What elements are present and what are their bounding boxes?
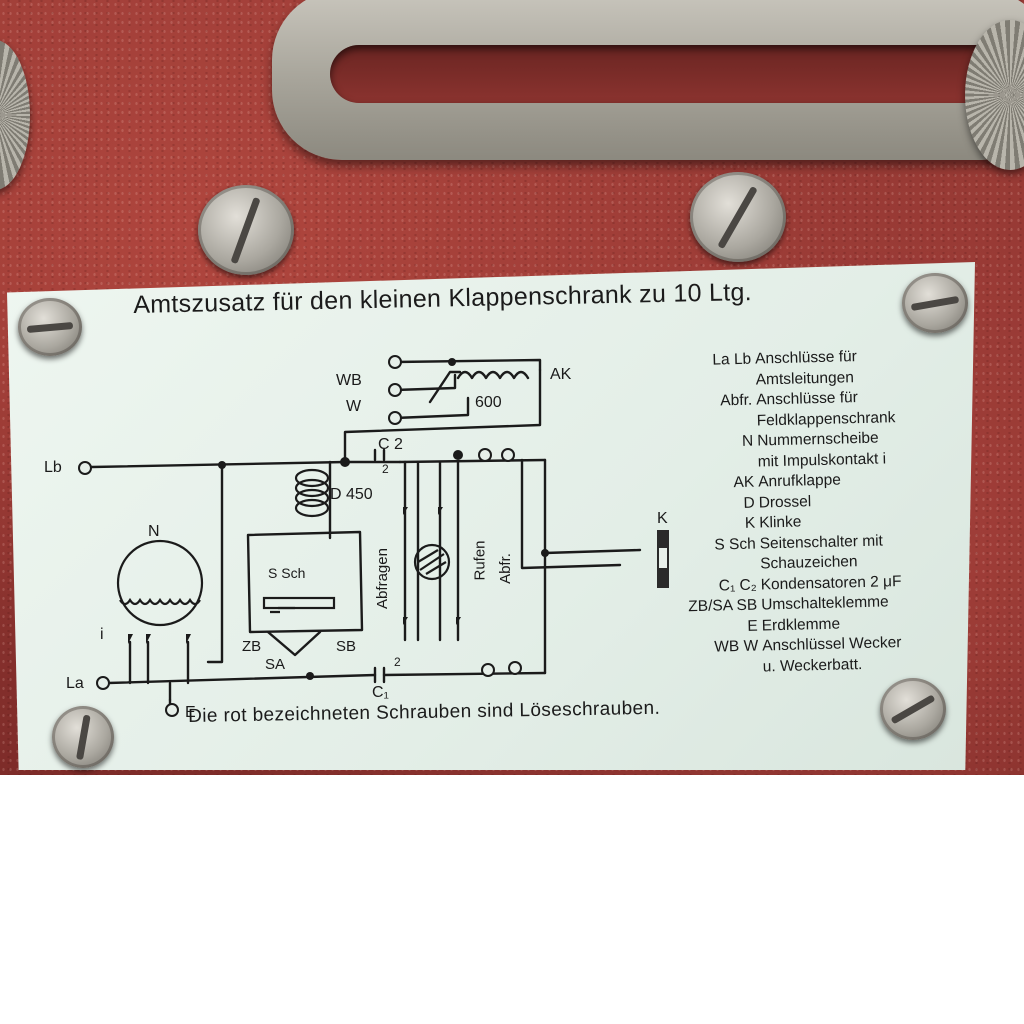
- line-wb-top: [393, 358, 542, 372]
- capacitor-c2-plates: [373, 448, 386, 462]
- plate-screw-bottom-right: [880, 678, 946, 740]
- terminal-abfr-1: [478, 448, 492, 462]
- switch-indicator: [413, 543, 451, 581]
- label-c2: C 2: [378, 436, 403, 453]
- choke-coil-1: [294, 468, 330, 488]
- terminal-wb-2: [388, 383, 402, 397]
- label-wb: WB: [336, 372, 362, 389]
- terminal-abfr-3: [481, 663, 495, 677]
- switch-indicator-hatch: [417, 549, 447, 575]
- label-zb: ZB: [242, 638, 262, 655]
- junction-3: [453, 450, 463, 460]
- terminal-abfr-4: [508, 661, 522, 675]
- terminal-w: [388, 411, 402, 425]
- label-n: N: [148, 523, 160, 540]
- switch-blades: [403, 460, 460, 642]
- label-c1: C₁: [372, 684, 389, 701]
- klinke-k-window: [659, 548, 667, 568]
- label-rufen: Rufen: [471, 540, 489, 581]
- junction-2: [340, 457, 350, 467]
- line-lb-main: [90, 460, 402, 469]
- enclosure-screw-left: [198, 185, 294, 275]
- terminal-lb: [78, 461, 92, 475]
- bracket-slot: [330, 45, 1024, 103]
- line-la-main: [106, 671, 547, 685]
- line-w: [393, 396, 470, 420]
- ssch-bar: [262, 596, 336, 610]
- label-w: W: [346, 398, 362, 415]
- n-contacts: [128, 640, 190, 702]
- terminal-la: [96, 676, 110, 690]
- plate-screw-bottom-left: [52, 706, 114, 768]
- label-la: La: [66, 675, 84, 692]
- label-ssch: S Sch: [268, 565, 306, 581]
- label-c1-sub: 2: [394, 655, 401, 669]
- terminal-abfr-2: [501, 448, 515, 462]
- junction-5: [306, 672, 314, 680]
- label-abfragen: Abfragen: [373, 548, 391, 609]
- dial-n: [116, 539, 204, 627]
- label-abfr: Abfr.: [496, 553, 514, 584]
- zb-sa-sb-link: [266, 630, 322, 657]
- label-sa: SA: [265, 656, 286, 673]
- line-to-k-top: [543, 458, 642, 555]
- resistor-600: [456, 370, 530, 380]
- label-lb: Lb: [44, 459, 62, 476]
- dial-n-teeth: [119, 597, 201, 606]
- choke-coil-3: [294, 488, 330, 508]
- instruction-plate: [7, 262, 975, 770]
- enclosure-screw-right: [690, 172, 786, 262]
- junction-1: [218, 461, 226, 469]
- ssch-arrow: [270, 606, 295, 614]
- terminal-e: [165, 703, 179, 717]
- plate-screw-top-right: [902, 273, 968, 333]
- plate-screw-top-left: [18, 298, 82, 356]
- side-switch-box: [246, 530, 364, 634]
- line-c2-out: [398, 458, 547, 464]
- label-e: E: [185, 704, 196, 721]
- line-ak-return: [343, 368, 542, 464]
- line-to-k-bottom: [520, 458, 622, 570]
- label-c2-sub: 2: [382, 462, 389, 476]
- junction-6: [541, 549, 549, 557]
- label-d450: D 450: [330, 486, 373, 503]
- junction-4: [448, 358, 456, 366]
- line-n-left: [206, 465, 224, 664]
- terminal-wb-1: [388, 355, 402, 369]
- ak-switch: [428, 370, 462, 404]
- capacitor-c1-plates: [373, 666, 386, 684]
- label-sb: SB: [336, 638, 357, 655]
- label-k: K: [657, 510, 668, 527]
- choke-coil-4: [294, 498, 330, 518]
- label-600: 600: [475, 394, 502, 411]
- label-ak: AK: [550, 366, 572, 383]
- choke-coil-2: [294, 478, 330, 498]
- label-i: i: [100, 626, 104, 643]
- line-wb: [393, 373, 457, 392]
